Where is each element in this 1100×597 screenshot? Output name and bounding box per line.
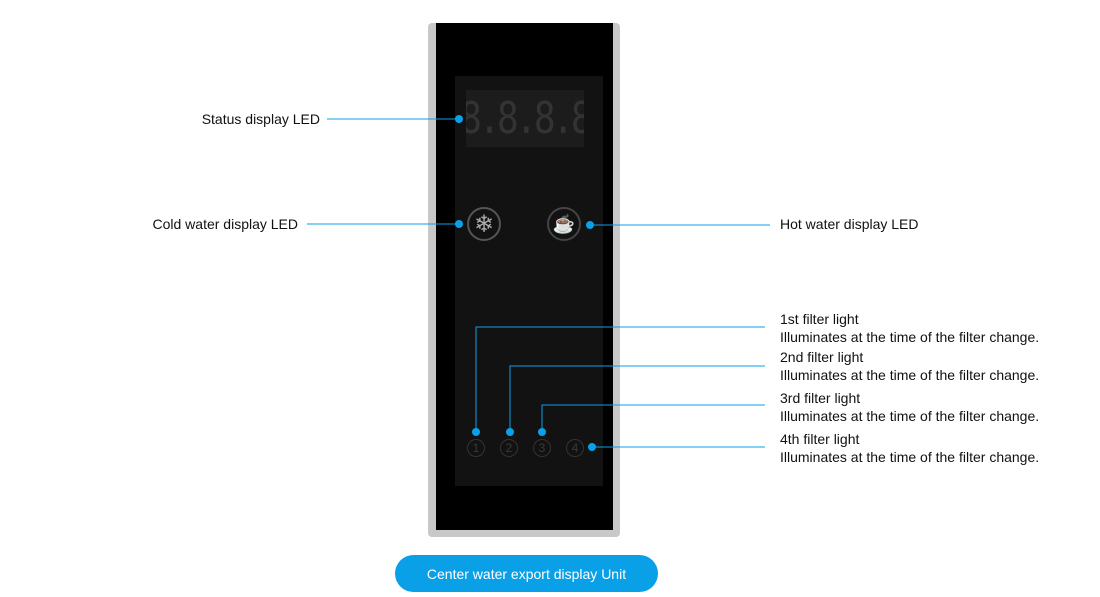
filter-number-1: 1 [467, 439, 485, 457]
filter3-title: 3rd filter light [780, 390, 861, 406]
hot-label: Hot water display LED [780, 216, 919, 232]
filter4-dot [588, 443, 596, 451]
unit-button[interactable]: Center water export display Unit [395, 555, 658, 592]
hot-cup-icon: ☕ [547, 207, 581, 241]
status-label: Status display LED [201, 111, 320, 127]
seven-segment-digits: 8.8.8.8 [466, 92, 584, 144]
filter-number-2: 2 [500, 439, 518, 457]
filter-number-4: 4 [566, 439, 584, 457]
cold-dot [455, 220, 463, 228]
filter4-desc: Illuminates at the time of the filter ch… [780, 449, 1040, 465]
status-display: 8.8.8.8 [466, 90, 584, 147]
hot-dot [586, 221, 594, 229]
filter4-title: 4th filter light [780, 431, 860, 447]
filter1-title: 1st filter light [780, 311, 859, 327]
filter2-dot [506, 428, 514, 436]
filter3-desc: Illuminates at the time of the filter ch… [780, 408, 1040, 424]
snowflake-icon: ❄ [467, 207, 501, 241]
filter2-callout-line [509, 365, 765, 432]
filter1-callout-line [475, 326, 765, 432]
filter2-title: 2nd filter light [780, 349, 864, 365]
filter1-dot [472, 428, 480, 436]
filter-number-3: 3 [533, 439, 551, 457]
filter3-callout-line [541, 404, 765, 432]
filter1-desc: Illuminates at the time of the filter ch… [780, 329, 1040, 345]
filter3-dot [538, 428, 546, 436]
filter2-desc: Illuminates at the time of the filter ch… [780, 367, 1040, 383]
status-dot [455, 115, 463, 123]
cold-label: Cold water display LED [152, 216, 298, 232]
